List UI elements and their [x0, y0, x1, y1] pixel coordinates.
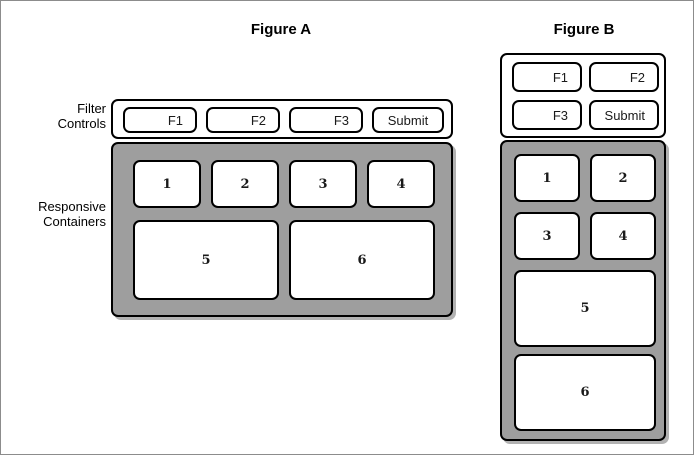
figure-b-container-4[interactable]: 4	[590, 212, 656, 260]
figure-b-container-6[interactable]: 6	[514, 354, 656, 431]
row-label-responsive-containers-line2: Containers	[43, 214, 106, 229]
figure-a-filter-f3[interactable]: F3	[289, 107, 363, 133]
row-label-filter-controls-line2: Controls	[57, 116, 106, 131]
figure-b-container-2[interactable]: 2	[590, 154, 656, 202]
figure-b-filter-f3[interactable]: F3	[512, 100, 582, 130]
figure-a-container-4[interactable]: 4	[367, 160, 435, 208]
figure-a-container-6[interactable]: 6	[289, 220, 435, 300]
figure-b-filter-f1[interactable]: F1	[512, 62, 582, 92]
figure-b-title: Figure B	[553, 21, 615, 38]
row-label-filter-controls-line1: Filter	[77, 101, 106, 116]
figure-a-filter-controls-bar: F1 F2 F3 Submit	[111, 99, 453, 139]
figure-b-container-3[interactable]: 3	[514, 212, 580, 260]
figure-a-container-1[interactable]: 1	[133, 160, 201, 208]
figure-b-responsive-containers-region: 1 2 3 4 5 6	[500, 140, 666, 441]
row-label-responsive-containers: Responsive Containers	[6, 199, 106, 229]
figure-b-filter-f2[interactable]: F2	[589, 62, 659, 92]
figure-b-submit-button[interactable]: Submit	[589, 100, 659, 130]
figure-a-responsive-containers-region: 1 2 3 4 5 6	[111, 142, 453, 317]
figure-a-container-2[interactable]: 2	[211, 160, 279, 208]
figure-a-filter-f2[interactable]: F2	[206, 107, 280, 133]
figure-a-submit-button[interactable]: Submit	[372, 107, 444, 133]
figure-b-container-1[interactable]: 1	[514, 154, 580, 202]
figure-a-container-3[interactable]: 3	[289, 160, 357, 208]
figure-a-title: Figure A	[250, 21, 312, 38]
figure-b-filter-controls-bar: F1 F2 F3 Submit	[500, 53, 666, 138]
figure-b-container-5[interactable]: 5	[514, 270, 656, 347]
row-label-filter-controls: Filter Controls	[6, 101, 106, 131]
figure-a-container-5[interactable]: 5	[133, 220, 279, 300]
figure-a-filter-f1[interactable]: F1	[123, 107, 197, 133]
row-label-responsive-containers-line1: Responsive	[38, 199, 106, 214]
